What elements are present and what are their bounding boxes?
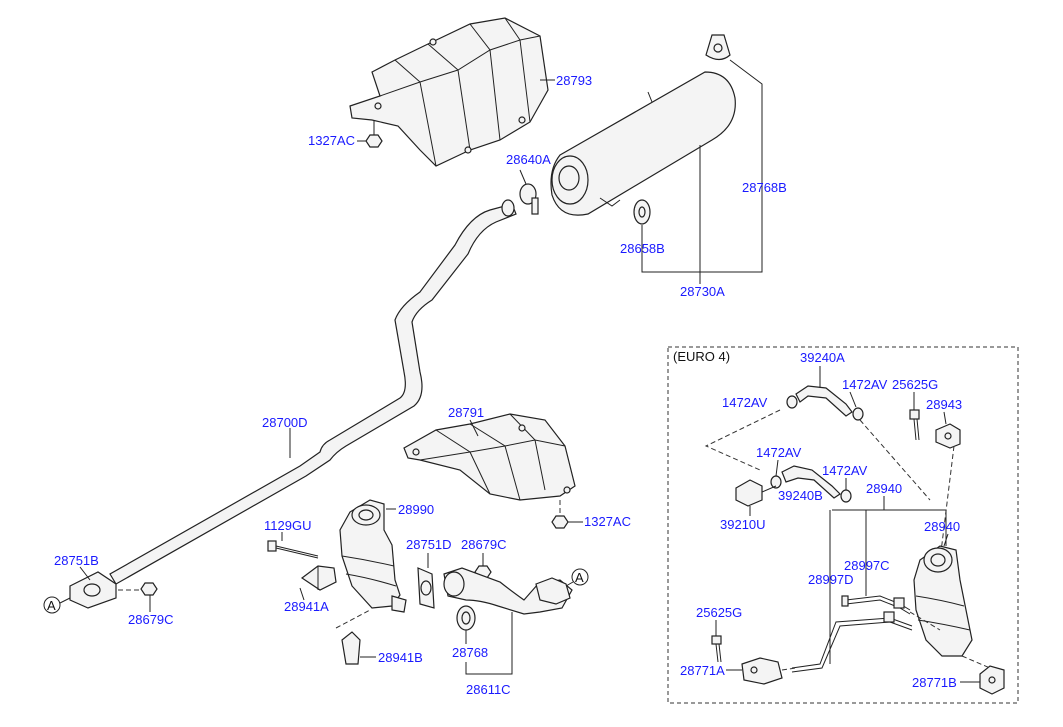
label-28611c: 28611C — [466, 682, 511, 697]
label-28771b: 28771B — [912, 675, 957, 690]
hose-39240a — [795, 385, 853, 417]
center-pipe-28700d — [109, 199, 517, 585]
label-1472av-1: 1472AV — [722, 395, 768, 410]
tube-28997d — [791, 611, 913, 673]
label-28751d: 28751D — [406, 537, 452, 552]
label-28679c-mid: 28679C — [461, 537, 507, 552]
bracket-28941a — [300, 565, 337, 591]
heat-shield-upper — [349, 17, 549, 167]
label-25625g-bot: 25625G — [696, 605, 742, 620]
label-28997c: 28997C — [844, 558, 890, 573]
bracket-28941b — [335, 609, 371, 665]
label-28941a: 28941A — [284, 599, 329, 614]
circle-ref-right: A — [575, 570, 584, 585]
label-28768b: 28768B — [742, 180, 787, 195]
label-1327ac-mid: 1327AC — [584, 514, 631, 529]
label-28943: 28943 — [926, 397, 962, 412]
bolt-1129gu — [267, 540, 319, 559]
gasket-28751d — [417, 567, 435, 609]
label-1472av-4: 1472AV — [822, 463, 868, 478]
clamp-1472av-4 — [840, 489, 852, 503]
label-28940-2: 28940 — [924, 519, 960, 534]
label-28940-1: 28940 — [866, 481, 902, 496]
bolt-25625g-top — [909, 409, 920, 441]
label-28700d: 28700D — [262, 415, 308, 430]
label-28793: 28793 — [556, 73, 592, 88]
label-1129gu: 1129GU — [264, 518, 311, 533]
label-1472av-3: 1472AV — [756, 445, 802, 460]
catalytic-converter-28990 — [339, 499, 407, 613]
section-label-euro4: (EURO 4) — [673, 349, 730, 364]
clamp-28640a — [519, 169, 539, 215]
label-39240a: 39240A — [800, 350, 845, 365]
label-1327ac-top: 1327AC — [308, 133, 355, 148]
label-28771a: 28771A — [680, 663, 725, 678]
tube-28997c — [841, 595, 911, 615]
bracket-28771a — [741, 657, 783, 685]
label-28730a: 28730A — [680, 284, 725, 299]
clamp-1472av-1 — [786, 395, 798, 409]
nut-1327ac-mid — [551, 500, 569, 529]
euro4-section-box — [667, 346, 1019, 704]
bracket-28771b — [979, 665, 1005, 695]
label-28997d: 28997D — [808, 572, 854, 587]
label-25625g-top: 25625G — [892, 377, 938, 392]
label-28791: 28791 — [448, 405, 484, 420]
label-28768: 28768 — [452, 645, 488, 660]
label-39240b: 39240B — [778, 488, 823, 503]
label-28679c-left: 28679C — [128, 612, 174, 627]
hanger-28768b — [705, 34, 731, 61]
label-1472av-2: 1472AV — [842, 377, 888, 392]
bolt-25625g-bottom — [711, 635, 722, 663]
hose-39240b — [781, 465, 841, 499]
bracket-28943 — [935, 423, 961, 449]
nut-1327ac-top — [365, 120, 383, 148]
sensor-39210u — [735, 479, 777, 507]
front-pipe-28611c — [443, 567, 573, 615]
heat-shield-lower — [403, 413, 576, 501]
gasket-28768 — [456, 605, 476, 631]
label-28990: 28990 — [398, 502, 434, 517]
circle-ref-left: A — [47, 598, 56, 613]
catalytic-converter-euro4 — [913, 545, 973, 657]
label-39210u: 39210U — [720, 517, 766, 532]
label-28658b: 28658B — [620, 241, 665, 256]
gasket-28751b — [69, 571, 117, 609]
hanger-28658b — [633, 199, 651, 225]
nut-28679c-left — [118, 582, 158, 596]
label-28640a: 28640A — [506, 152, 551, 167]
rear-muffler — [550, 71, 736, 216]
clamp-1472av-2 — [852, 407, 864, 421]
label-28941b: 28941B — [378, 650, 423, 665]
label-28751b: 28751B — [54, 553, 99, 568]
